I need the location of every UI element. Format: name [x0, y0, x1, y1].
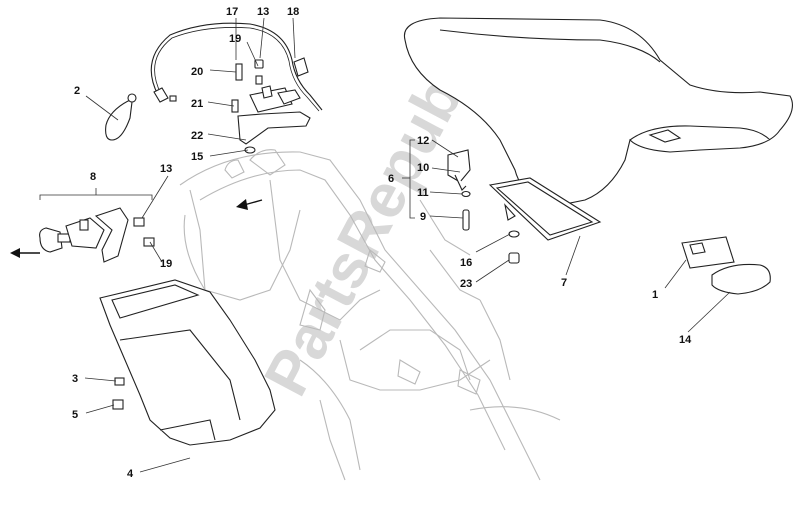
leader-lines [84, 17, 731, 473]
seat-plate [488, 177, 602, 241]
callout-1: 1 [652, 289, 658, 301]
callout-2: 2 [74, 85, 80, 97]
callout-15: 15 [191, 151, 203, 163]
callout-10: 10 [417, 162, 429, 174]
callout-19-top: 19 [229, 33, 241, 45]
callout-12: 12 [417, 135, 429, 147]
callout-18: 18 [287, 6, 299, 18]
callout-8: 8 [90, 171, 96, 183]
callout-21: 21 [191, 98, 203, 110]
seat [403, 17, 793, 206]
rear-frame [179, 149, 561, 481]
callout-19-left: 19 [160, 258, 172, 270]
group-bracket-6 [402, 139, 415, 219]
cable-latch [235, 59, 301, 113]
callout-labels: 17 13 18 19 2 20 21 22 15 13 8 19 3 5 4 … [72, 6, 692, 480]
callout-9: 9 [420, 211, 426, 223]
callout-13-top: 13 [257, 6, 269, 18]
pouch [711, 263, 771, 295]
callout-11: 11 [417, 187, 429, 199]
seat-rubber-and-screw [508, 230, 520, 264]
seat-pad [681, 236, 735, 269]
callout-14: 14 [679, 334, 692, 346]
callout-20: 20 [191, 66, 203, 78]
safety-cable [105, 93, 137, 141]
callout-13-left: 13 [160, 163, 172, 175]
direction-arrow-left [10, 248, 40, 258]
callout-17: 17 [226, 6, 238, 18]
callout-6: 6 [388, 173, 394, 185]
group-bracket-8 [39, 188, 153, 200]
direction-arrow-frame [236, 199, 263, 210]
seat-lock [39, 207, 155, 263]
callout-23: 23 [460, 278, 472, 290]
callout-4: 4 [127, 468, 134, 480]
under-tray [99, 279, 276, 446]
callout-7: 7 [561, 277, 567, 289]
latch-bracket [231, 99, 311, 154]
callout-5: 5 [72, 409, 78, 421]
callout-16: 16 [460, 257, 472, 269]
callout-22: 22 [191, 130, 203, 142]
callout-3: 3 [72, 373, 78, 385]
